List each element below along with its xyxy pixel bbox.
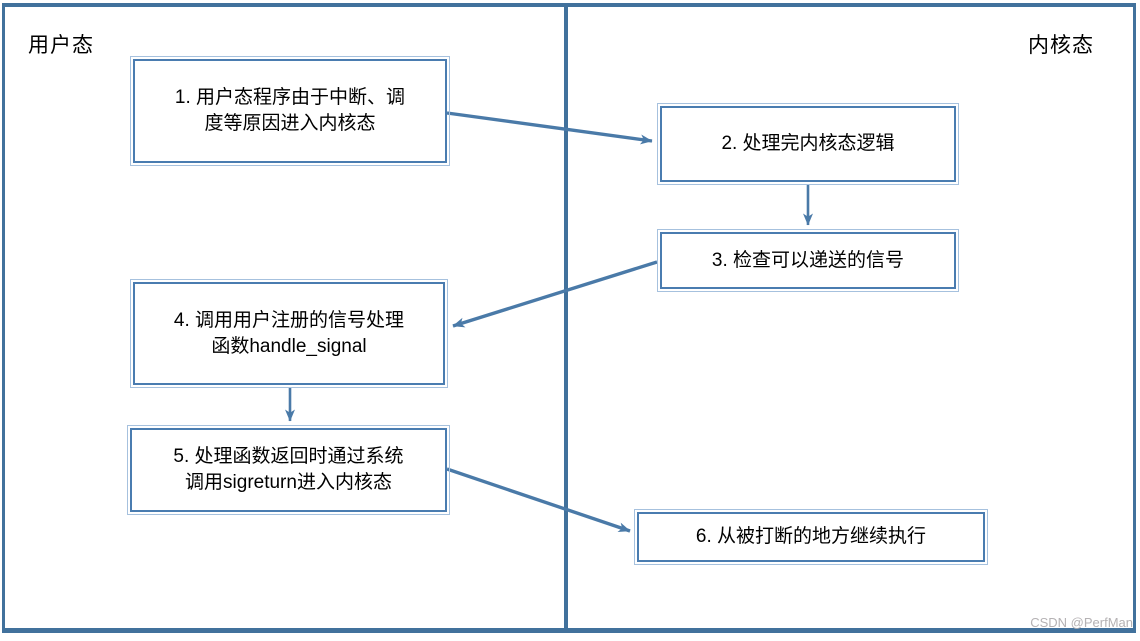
- flow-box-step2-label: 2. 处理完内核态逻辑: [721, 133, 895, 155]
- flow-box-step4: 4. 调用用户注册的信号处理函数handle_signal: [130, 279, 448, 388]
- arrow-step5-to-step6: [446, 467, 631, 533]
- flow-box-step1-label: 1. 用户态程序由于中断、调度等原因进入内核态: [174, 87, 406, 134]
- arrow-step1-to-step2: [446, 111, 653, 145]
- region-label-user-mode: 用户态: [28, 34, 94, 57]
- region-label-kernel-mode: 内核态: [1028, 34, 1094, 57]
- flow-box-step3-label: 3. 检查可以递送的信号: [711, 249, 905, 271]
- flow-box-step6: 6. 从被打断的地方继续执行: [634, 509, 988, 565]
- arrow-step3-to-step4: [452, 260, 658, 328]
- mode-divider-line: [564, 4, 568, 632]
- flow-box-step5-label: 5. 处理函数返回时通过系统调用sigreturn进入内核态: [173, 446, 404, 493]
- flow-box-step5: 5. 处理函数返回时通过系统调用sigreturn进入内核态: [127, 425, 450, 515]
- watermark: CSDN @PerfMan: [1030, 615, 1133, 630]
- flow-box-step4-label: 4. 调用用户注册的信号处理函数handle_signal: [173, 309, 405, 357]
- flow-box-step6-label: 6. 从被打断的地方继续执行: [695, 526, 927, 548]
- flow-box-step1: 1. 用户态程序由于中断、调度等原因进入内核态: [130, 56, 450, 166]
- flow-box-step2: 2. 处理完内核态逻辑: [657, 103, 959, 185]
- flow-box-step3: 3. 检查可以递送的信号: [657, 229, 959, 292]
